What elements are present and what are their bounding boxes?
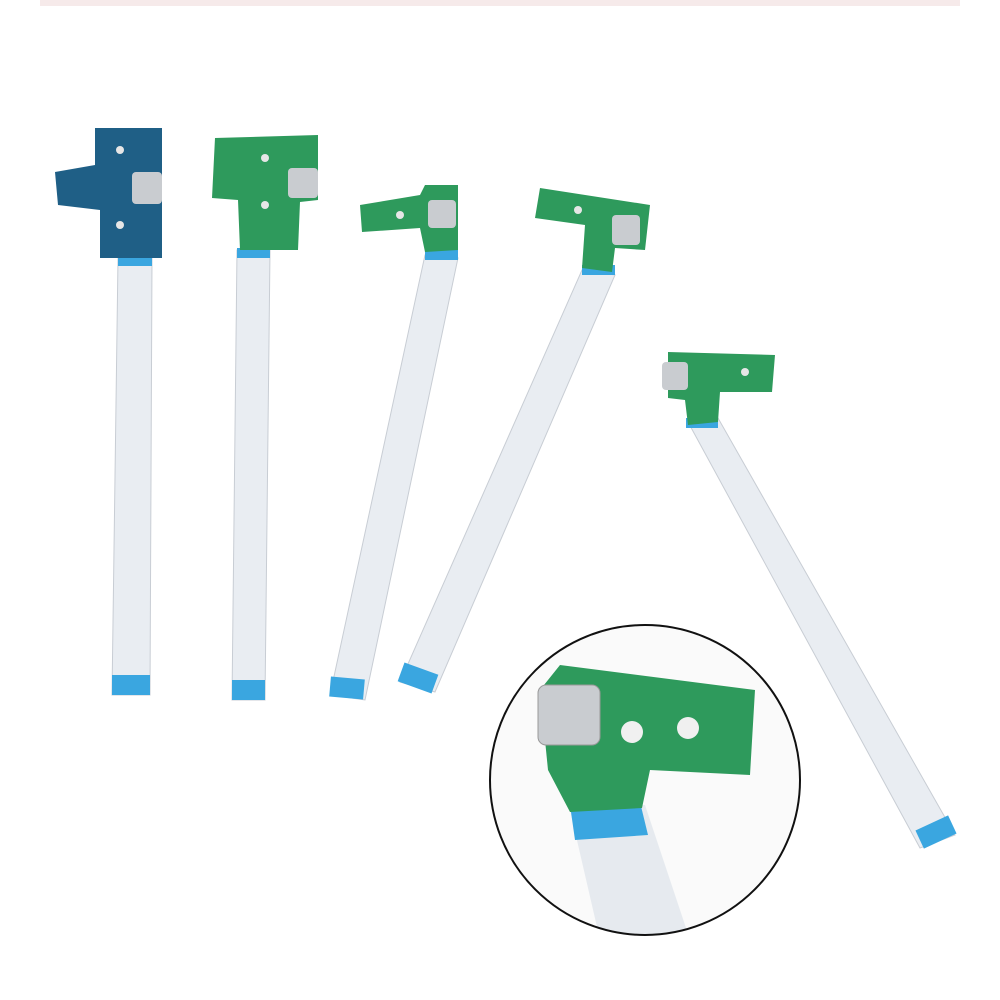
charging-board-blue (55, 128, 162, 696)
detail-inset (489, 624, 801, 936)
charging-board-green-4 (662, 352, 957, 849)
charging-board-green-2 (329, 185, 459, 701)
top-edge (40, 0, 960, 6)
charging-board-green-1 (212, 135, 318, 701)
charging-board-green-3 (397, 188, 650, 694)
inset-ring (489, 624, 801, 936)
